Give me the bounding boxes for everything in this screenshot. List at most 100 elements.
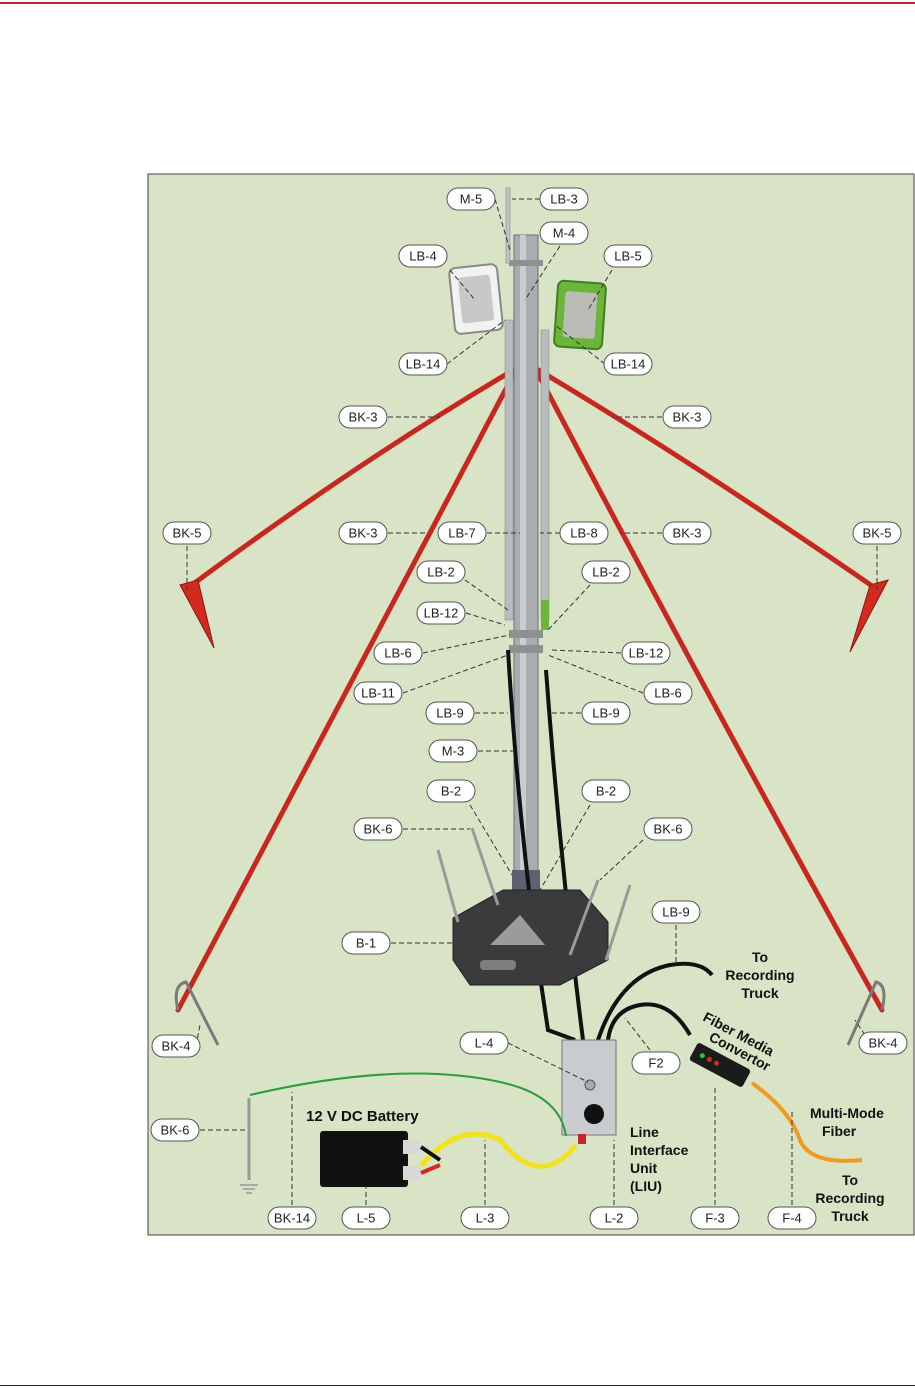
callout-text-bk5-left: BK-5: [173, 526, 202, 541]
callout-text-l4: L-4: [475, 1036, 494, 1051]
callout-text-l2: L-2: [605, 1211, 624, 1226]
battery-lead-red: [420, 1163, 441, 1175]
fiber-media-convertor: [689, 1043, 751, 1087]
callout-bk5-left: BK-5: [162, 521, 212, 545]
callout-f3: F-3: [690, 1206, 740, 1230]
leader-lb2-right: [547, 584, 591, 631]
to-recording-truck-1-line3: Truck: [741, 985, 779, 1001]
callout-text-l5: L-5: [357, 1211, 376, 1226]
leader-lb6-left: [422, 634, 511, 654]
callout-lb14-right: LB-14: [603, 352, 653, 376]
battery-label: 12 V DC Battery: [306, 1108, 419, 1125]
leader-lb2-left: [464, 579, 509, 611]
ground-wire: [249, 1072, 567, 1137]
callout-f2: F2: [631, 1051, 681, 1075]
callout-lb8: LB-8: [559, 521, 609, 545]
callout-text-f2: F2: [648, 1056, 663, 1071]
callout-lb2-right: LB-2: [581, 560, 631, 584]
leader-lb11: [402, 654, 509, 694]
callout-text-lb14-left: LB-14: [406, 357, 441, 372]
callout-bk14: BK-14: [267, 1206, 317, 1230]
callout-text-m3: M-3: [442, 744, 464, 759]
callout-lb6-left: LB-6: [373, 641, 423, 665]
callout-bk3-mr: BK-3: [662, 521, 712, 545]
callout-bk4-left: BK-4: [151, 1034, 201, 1058]
callout-text-lb5: LB-5: [614, 249, 641, 264]
callout-lb9-lower: LB-9: [651, 900, 701, 924]
callout-l5: L-5: [341, 1206, 391, 1230]
hook-stake-right: [846, 980, 886, 1046]
callout-bk3-ul: BK-3: [338, 405, 388, 429]
guy-stake-right: [849, 579, 889, 653]
leader-m5: [494, 198, 511, 251]
to-recording-truck-2-line1: To: [842, 1172, 858, 1188]
callout-b2-right: B-2: [581, 779, 631, 803]
callout-m3: M-3: [428, 739, 478, 763]
multimode-line1: Multi-Mode: [810, 1105, 884, 1121]
callout-lb6-right: LB-6: [643, 681, 693, 705]
leader-f2: [624, 1017, 651, 1051]
leader-m4: [524, 245, 561, 301]
callout-l3: L-3: [460, 1206, 510, 1230]
to-recording-truck-2-line2: Recording: [815, 1190, 884, 1206]
multimode-fiber-cable: [750, 1081, 863, 1163]
callout-lb9-left: LB-9: [425, 701, 475, 725]
callout-text-b1: B-1: [356, 936, 376, 951]
guy-ropes: [175, 362, 885, 1013]
callout-text-l3: L-3: [476, 1211, 495, 1226]
callout-text-f3: F-3: [705, 1211, 725, 1226]
callout-text-bk14: BK-14: [274, 1211, 310, 1226]
header-rule: [0, 2, 915, 4]
leader-lb4: [449, 269, 476, 301]
callout-lb11: LB-11: [353, 681, 403, 705]
callout-text-lb12-left: LB-12: [424, 606, 459, 621]
callout-text-lb6-left: LB-6: [384, 646, 411, 661]
callout-lb4: LB-4: [398, 244, 448, 268]
footer-rule: [0, 1385, 915, 1386]
base-plate: [452, 889, 609, 986]
guy-rope-upper-left: [182, 362, 525, 593]
panel-antenna-right: [553, 279, 607, 351]
leader-lb14-right: [554, 324, 606, 365]
callout-lb14-left: LB-14: [398, 352, 448, 376]
callout-f4: F-4: [767, 1206, 817, 1230]
callout-text-bk3-ml: BK-3: [349, 526, 378, 541]
callout-l2: L-2: [589, 1206, 639, 1230]
callout-text-lb6-right: LB-6: [654, 686, 681, 701]
leader-b2-right: [539, 804, 591, 891]
panel-antenna-left: [448, 263, 504, 335]
liu-line4: (LIU): [630, 1178, 662, 1194]
callout-lb12-left: LB-12: [416, 601, 466, 625]
liu-line3: Unit: [630, 1160, 658, 1176]
leader-bk4-right: [854, 1019, 866, 1036]
whip-antenna: [505, 187, 511, 264]
battery-lead-black: [419, 1145, 442, 1162]
callout-text-lb2-left: LB-2: [427, 565, 454, 580]
callout-text-bk4-left: BK-4: [162, 1039, 191, 1054]
callout-text-b2-left: B-2: [441, 784, 461, 799]
line-interface-unit: [561, 1039, 617, 1144]
callout-text-lb12-right: LB-12: [629, 646, 664, 661]
guy-rope-upper-right: [527, 362, 881, 593]
callout-bk6-left: BK-6: [353, 817, 403, 841]
callout-b1: B-1: [341, 931, 391, 955]
callout-bk4-right: BK-4: [858, 1031, 908, 1055]
leader-bk6-right: [599, 839, 644, 881]
callout-text-bk6-ground: BK-6: [161, 1123, 190, 1138]
leader-lb6-right: [547, 654, 644, 694]
feeder-right-green: [541, 600, 549, 630]
callout-text-bk6-right: BK-6: [654, 822, 683, 837]
leader-lines: [186, 198, 878, 1205]
callout-text-lb8: LB-8: [570, 526, 597, 541]
to-recording-truck-1-line1: To: [752, 949, 768, 965]
callout-lb5: LB-5: [603, 244, 653, 268]
callout-lb12-right: LB-12: [621, 641, 671, 665]
callout-text-bk3-mr: BK-3: [673, 526, 702, 541]
callout-text-m5: M-5: [460, 192, 482, 207]
hook-stake-left: [174, 980, 220, 1046]
callout-m5: M-5: [446, 187, 496, 211]
callout-text-bk4-right: BK-4: [869, 1036, 898, 1051]
guy-rope-lower-left: [175, 365, 520, 1013]
callout-text-lb2-right: LB-2: [592, 565, 619, 580]
